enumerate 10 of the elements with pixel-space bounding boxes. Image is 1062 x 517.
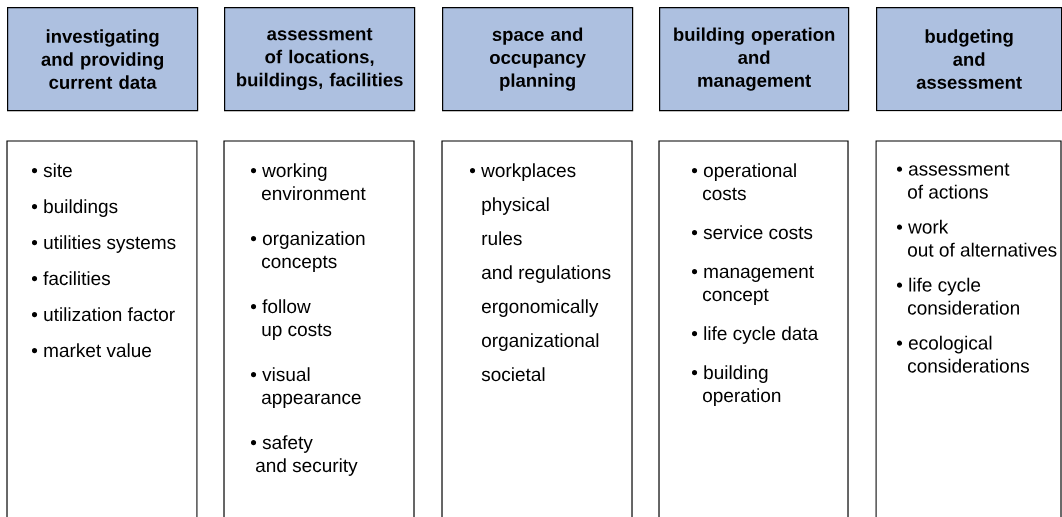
- header-box: building operation and management: [659, 7, 850, 112]
- list-panel: • operational costs • service costs • management concept • life cycle data • building operation: [658, 140, 849, 517]
- header-box: investigating and providing current data: [7, 7, 199, 112]
- list-panel: • workplaces physical rules and regulations ergonomically organizational societal: [441, 140, 633, 517]
- list-panel: • working environment • organization concepts • follow up costs • visual appearance • safety and security: [223, 140, 415, 517]
- header-box: budgeting and assessment: [876, 7, 1062, 112]
- header-box: assessment of locations, buildings, facilities: [224, 7, 416, 112]
- list-panel: • site • buildings • utilities systems • facilities • utilization factor • market value: [6, 140, 198, 517]
- header-box: space and occupancy planning: [442, 7, 634, 112]
- list-panel: • assessment of actions • work out of alternatives • life cycle consideration • ecological considerations: [875, 140, 1062, 517]
